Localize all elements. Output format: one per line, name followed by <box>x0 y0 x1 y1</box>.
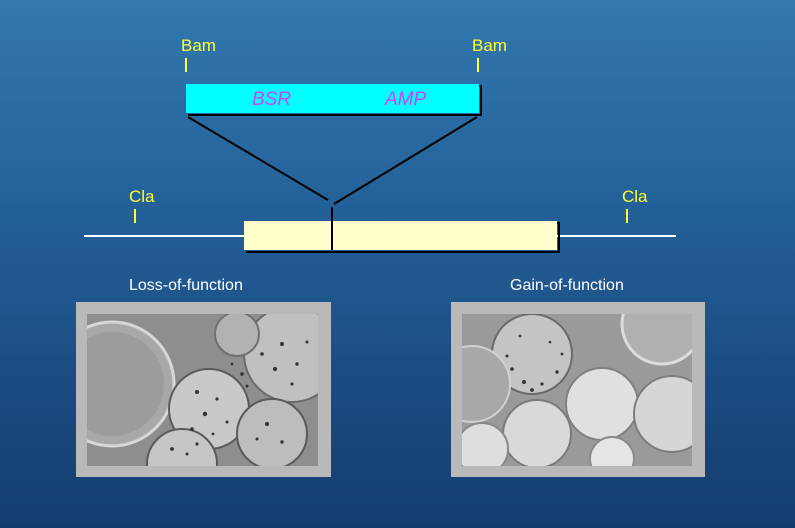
colony-micrograph-icon <box>87 314 318 466</box>
insertion-line-left <box>187 116 329 201</box>
genomic-right-site-label: Cla <box>622 187 648 206</box>
genomic-left-site-label: Cla <box>129 187 155 206</box>
loss-of-function-photo <box>76 302 331 477</box>
gain-of-function-caption: Gain-of-function <box>510 277 624 294</box>
bsr-marker-label: BSR <box>252 89 291 110</box>
target-gene-shadow <box>246 222 560 253</box>
loss-of-function-caption: Loss-of-function <box>129 277 243 294</box>
gain-of-function-photo <box>451 302 705 477</box>
insertion-line-right <box>333 116 478 205</box>
colony-micrograph-icon <box>462 314 692 466</box>
vector-insert-shadow <box>188 85 482 116</box>
vector-right-site-label: Bam <box>472 36 507 55</box>
vector-left-site-label: Bam <box>181 36 216 55</box>
target-gene-box <box>244 221 557 250</box>
amp-marker-label: AMP <box>384 89 427 110</box>
vector-insert-bar <box>186 84 479 113</box>
